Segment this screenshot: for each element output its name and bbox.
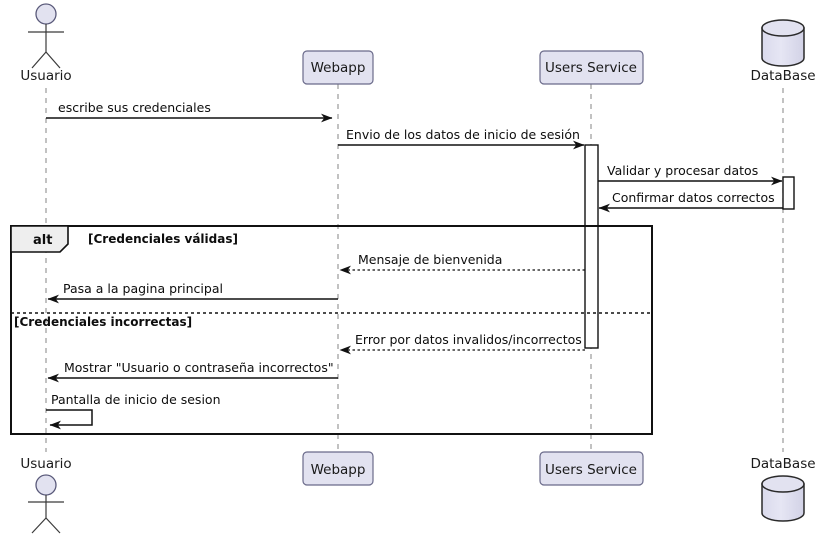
message-m4: Confirmar datos correctos — [598, 190, 783, 213]
message-m5: Mensaje de bienvenida — [339, 252, 585, 275]
participant-box-webapp-bottom — [302, 451, 374, 486]
message-m6: Pasa a la pagina principal — [47, 281, 338, 304]
actor-leg-left-bottom — [31, 517, 47, 534]
message-m2-label: Envio de los datos de inicio de sesión — [346, 127, 580, 142]
participant-box-users-service-top — [539, 50, 644, 85]
participant-database-bottom[interactable]: DataBase — [750, 456, 816, 522]
database-cylinder-top-icon — [761, 19, 805, 37]
fragment-operator-label: alt — [33, 233, 52, 248]
database-cylinder-top-icon-bottom — [761, 475, 805, 493]
message-m3: Validar y procesar datos — [598, 163, 783, 186]
participant-label-usuario-bottom: Usuario — [20, 456, 71, 472]
message-m8-label: Mostrar "Usuario o contraseña incorrecto… — [64, 360, 334, 375]
message-m7-label: Error por datos invalidos/incorrectos — [355, 332, 582, 347]
participant-label-database-top: DataBase — [750, 68, 815, 84]
actor-head-icon-bottom — [35, 474, 57, 496]
combined-fragment-alt: alt [Credenciales válidas] [Credenciales… — [10, 225, 653, 435]
participant-users-service-top[interactable]: Users Service — [539, 50, 644, 85]
message-m3-label: Validar y procesar datos — [607, 163, 758, 178]
participant-usuario-bottom[interactable]: Usuario — [20, 456, 72, 534]
participant-users-service-bottom[interactable]: Users Service — [539, 451, 644, 486]
activation-bars — [584, 144, 795, 349]
participant-usuario-top[interactable]: Usuario — [20, 3, 72, 84]
participant-label-users-service-bottom: Users Service — [545, 462, 637, 478]
fragment-guard-1: [Credenciales válidas] — [88, 232, 238, 246]
activation-database — [782, 176, 795, 210]
message-m8: Mostrar "Usuario o contraseña incorrecto… — [47, 360, 338, 383]
message-m1-label: escribe sus credenciales — [58, 100, 211, 115]
participant-label-webapp-top: Webapp — [311, 60, 366, 76]
message-m2: Envio de los datos de inicio de sesión — [338, 127, 585, 150]
participant-label-users-service-top: Users Service — [545, 60, 637, 76]
database-cylinder-icon — [761, 27, 805, 67]
message-m6-label: Pasa a la pagina principal — [63, 281, 223, 296]
participant-label-webapp-bottom: Webapp — [311, 462, 366, 478]
message-m9-label: Pantalla de inicio de sesion — [51, 392, 221, 407]
actor-leg-right-bottom — [45, 517, 61, 534]
fragment-guard-2: [Credenciales incorrectas] — [14, 315, 192, 329]
fragment-operator-tab — [10, 225, 69, 253]
actor-leg-right — [45, 51, 61, 69]
message-m9-line — [46, 409, 93, 430]
participant-webapp-top[interactable]: Webapp — [302, 50, 374, 85]
message-m4-label: Confirmar datos correctos — [612, 190, 775, 205]
participant-database-top[interactable]: DataBase — [750, 19, 816, 84]
fragment-frame — [10, 225, 653, 435]
actor-head-icon — [35, 3, 57, 25]
participant-label-usuario-top: Usuario — [20, 68, 71, 84]
activation-users-service — [584, 144, 599, 349]
participant-label-database-bottom: DataBase — [750, 456, 815, 472]
database-cylinder-icon-bottom — [761, 483, 805, 522]
message-m9: Pantalla de inicio de sesion — [46, 392, 221, 430]
actor-leg-left — [31, 51, 47, 69]
participant-webapp-bottom[interactable]: Webapp — [302, 451, 374, 486]
message-m7: Error por datos invalidos/incorrectos — [339, 332, 585, 355]
participant-box-users-service-bottom — [539, 451, 644, 486]
message-m5-label: Mensaje de bienvenida — [358, 252, 502, 267]
participant-box-webapp-top — [302, 50, 374, 85]
message-m1: escribe sus credenciales — [46, 100, 333, 123]
